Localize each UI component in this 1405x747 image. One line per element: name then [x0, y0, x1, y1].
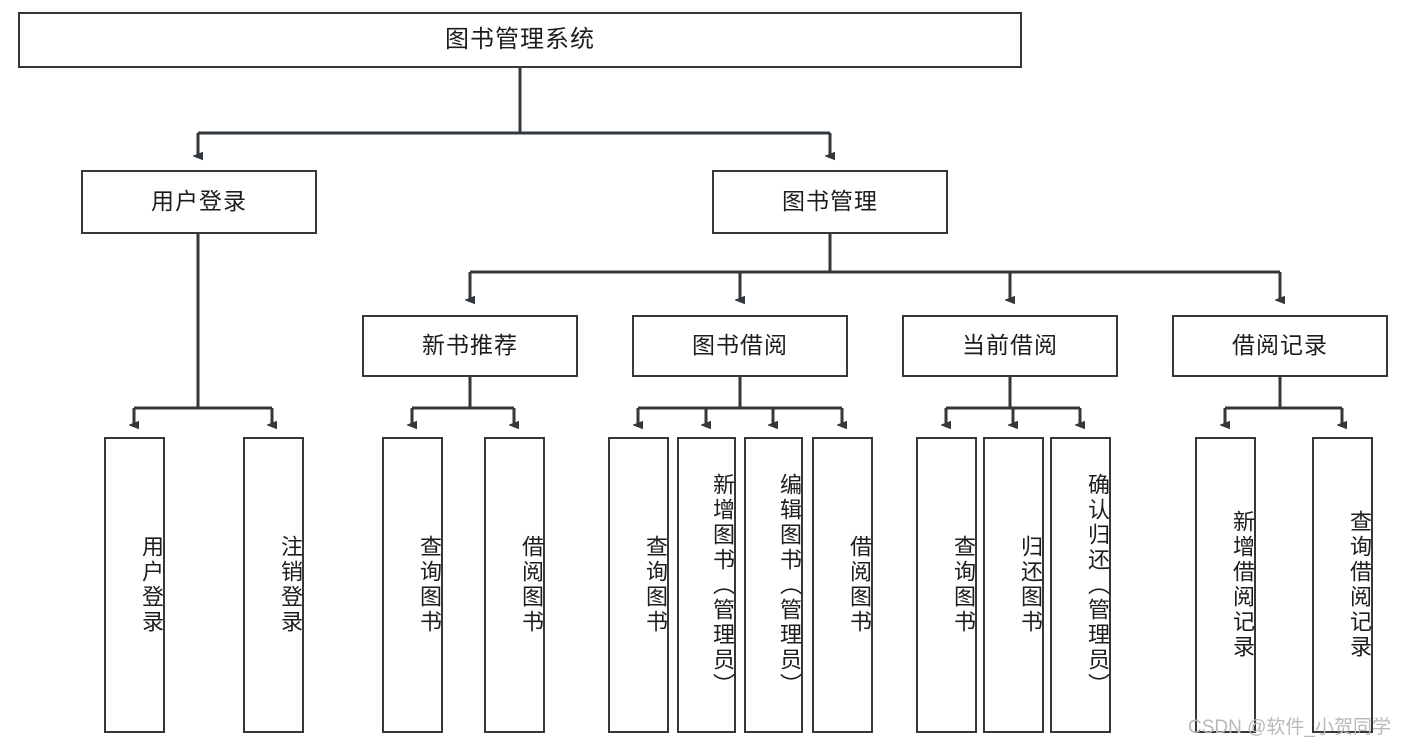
- node-user-login[interactable]: 用户登录: [81, 170, 317, 234]
- leaf-return-book[interactable]: 归还图书: [983, 437, 1044, 733]
- node-label: 用户登录: [139, 535, 164, 635]
- leaf-user-login[interactable]: 用户登录: [104, 437, 165, 733]
- watermark-text: CSDN @软件_小贺同学: [1188, 717, 1391, 738]
- node-label: 借阅记录: [1232, 332, 1328, 359]
- node-new-book-recommend[interactable]: 新书推荐: [362, 315, 578, 377]
- node-label: 新增借阅记录: [1230, 510, 1255, 660]
- node-label: 归还图书: [1018, 535, 1043, 635]
- node-label: 注销登录: [278, 535, 303, 635]
- leaf-borrow-book-recommend[interactable]: 借阅图书: [484, 437, 545, 733]
- node-label: 借阅图书: [519, 535, 544, 635]
- leaf-confirm-return-admin[interactable]: 确认归还（管理员）: [1050, 437, 1111, 733]
- node-label: 查询图书: [643, 535, 668, 635]
- node-label: 图书管理系统: [445, 25, 595, 53]
- node-book-management[interactable]: 图书管理: [712, 170, 948, 234]
- node-label: 查询借阅记录: [1347, 510, 1372, 660]
- node-label: 借阅图书: [847, 535, 872, 635]
- node-borrow-record[interactable]: 借阅记录: [1172, 315, 1388, 377]
- leaf-query-borrow-record[interactable]: 查询借阅记录: [1312, 437, 1373, 733]
- node-book-borrow[interactable]: 图书借阅: [632, 315, 848, 377]
- node-label: 确认归还（管理员）: [1085, 472, 1110, 698]
- leaf-query-book-current[interactable]: 查询图书: [916, 437, 977, 733]
- leaf-query-book-recommend[interactable]: 查询图书: [382, 437, 443, 733]
- leaf-logout[interactable]: 注销登录: [243, 437, 304, 733]
- leaf-edit-book-admin[interactable]: 编辑图书（管理员）: [744, 437, 803, 733]
- node-label: 查询图书: [951, 535, 976, 635]
- node-label: 新增图书（管理员）: [710, 472, 735, 698]
- leaf-add-book-admin[interactable]: 新增图书（管理员）: [677, 437, 736, 733]
- node-label: 图书管理: [782, 188, 878, 215]
- node-label: 用户登录: [151, 188, 247, 215]
- node-label: 编辑图书（管理员）: [777, 472, 802, 698]
- leaf-add-borrow-record[interactable]: 新增借阅记录: [1195, 437, 1256, 733]
- node-root-book-management-system[interactable]: 图书管理系统: [18, 12, 1022, 68]
- node-label: 图书借阅: [692, 332, 788, 359]
- node-label: 新书推荐: [422, 332, 518, 359]
- node-label: 查询图书: [417, 535, 442, 635]
- leaf-query-book-borrow[interactable]: 查询图书: [608, 437, 669, 733]
- leaf-borrow-book[interactable]: 借阅图书: [812, 437, 873, 733]
- node-label: 当前借阅: [962, 332, 1058, 359]
- node-current-borrow[interactable]: 当前借阅: [902, 315, 1118, 377]
